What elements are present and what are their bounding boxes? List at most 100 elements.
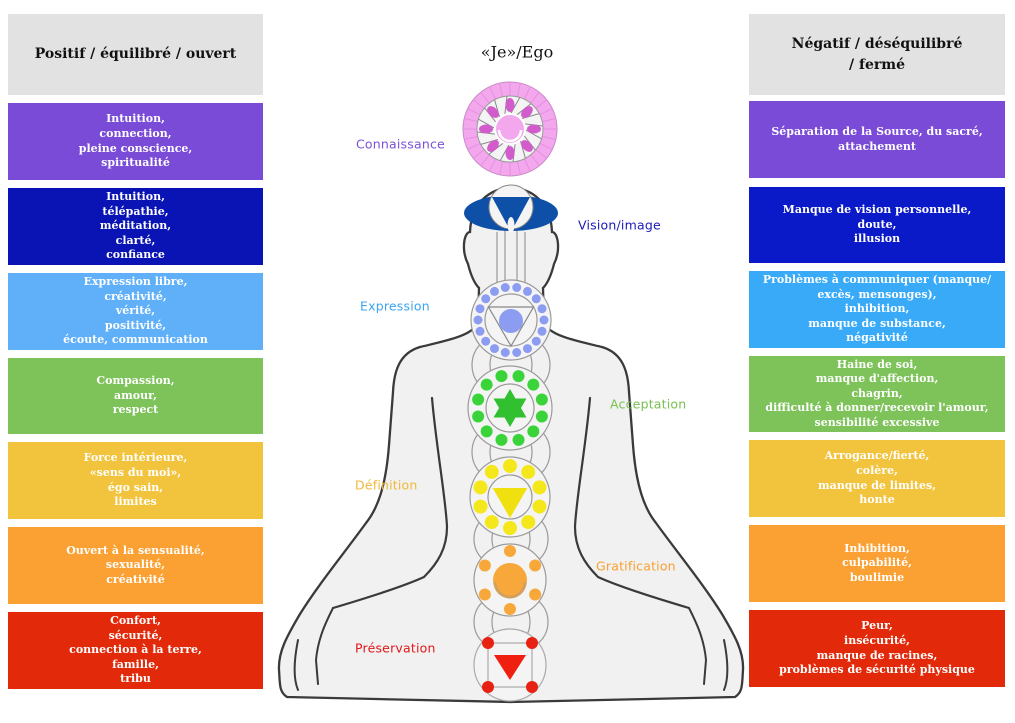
sacral-petal-dot bbox=[478, 559, 491, 572]
body-left-half bbox=[277, 186, 513, 704]
throat-petal-dot bbox=[490, 286, 499, 296]
positive-box-root: Confort, sécurité, connection à la terre… bbox=[8, 612, 263, 689]
negative-text-throat: Problèmes à communiquer (manque/ excès, … bbox=[762, 273, 992, 345]
solar-petal-dot bbox=[503, 521, 517, 535]
throat-petal-dot bbox=[523, 344, 532, 354]
positive-text-third-eye: Intuition, télépathie, méditation, clart… bbox=[99, 190, 172, 262]
positive-column-header: Positif / équilibré / ouvert bbox=[8, 14, 263, 95]
heart-petal-dot bbox=[535, 393, 548, 406]
crown-petal bbox=[521, 140, 533, 152]
crown-petal-line bbox=[464, 118, 478, 123]
crown-petal-line bbox=[539, 142, 553, 150]
positive-box-crown: Intuition, connection, pleine conscience… bbox=[8, 103, 263, 180]
positive-text-crown: Intuition, connection, pleine conscience… bbox=[78, 112, 193, 170]
crown-petal-line bbox=[516, 83, 521, 97]
throat-petal-dot bbox=[481, 336, 491, 346]
heart-star-triangle-down bbox=[493, 398, 527, 427]
chakra-sacral bbox=[473, 543, 547, 617]
crown-petal bbox=[505, 98, 515, 112]
heart-petal-dot bbox=[512, 433, 525, 446]
heart-petal-dot bbox=[480, 425, 493, 438]
crown-mesh-line bbox=[478, 118, 497, 130]
crown-petal-line bbox=[535, 99, 548, 109]
crown-petal bbox=[487, 140, 499, 152]
throat-center bbox=[499, 309, 523, 333]
solar-petal-dot bbox=[532, 499, 547, 514]
crown-petal bbox=[521, 106, 533, 118]
crown-petal-line bbox=[530, 154, 540, 167]
heart-petal-dot bbox=[472, 393, 485, 406]
crown-petal-line bbox=[542, 135, 556, 140]
sacral-petal-dot bbox=[529, 559, 542, 572]
chakra-third-eye bbox=[464, 184, 558, 233]
label-vision-image: Vision/image bbox=[578, 217, 661, 233]
heart-petal-dot bbox=[472, 410, 485, 423]
solar-petal-dot bbox=[521, 515, 536, 530]
crown-petal-line bbox=[530, 91, 540, 104]
crown-petal-line bbox=[542, 118, 556, 123]
heart-petal-dot bbox=[527, 425, 540, 438]
heart-petal-dot bbox=[480, 378, 493, 391]
negative-box-throat: Problèmes à communiquer (manque/ excès, … bbox=[749, 271, 1005, 348]
throat-petal-dot bbox=[481, 294, 491, 304]
throat-petal-dot bbox=[531, 294, 541, 304]
solar-petal-dot bbox=[532, 480, 547, 495]
chakra-throat bbox=[470, 279, 552, 361]
third-eye-drop bbox=[507, 217, 515, 233]
crown-mesh-line bbox=[499, 142, 511, 161]
throat-petal-dot bbox=[475, 304, 485, 314]
solar-petal-dot bbox=[473, 480, 488, 495]
negative-box-solar-plexus: Arrogance/fierté, colère, manque de limi… bbox=[749, 440, 1005, 517]
throat-petal-dot bbox=[531, 336, 541, 346]
label-acceptation: Acceptation bbox=[610, 396, 687, 412]
negative-box-root: Peur, insécurité, manque de racines, pro… bbox=[749, 610, 1005, 687]
throat-petal-dot bbox=[537, 326, 547, 336]
crown-petal-line bbox=[523, 158, 531, 172]
crown-petal-line bbox=[516, 161, 521, 175]
positive-box-solar-plexus: Force intérieure, «sens du moi», égo sai… bbox=[8, 442, 263, 519]
crown-crescent bbox=[497, 129, 523, 143]
throat-triangle bbox=[487, 306, 535, 348]
crown-petal bbox=[527, 124, 541, 134]
heart-inner-circle bbox=[485, 383, 535, 433]
chakra-heart bbox=[467, 365, 553, 451]
crown-petal-line bbox=[472, 99, 485, 109]
chakra-crown bbox=[462, 81, 558, 177]
crown-petal-line bbox=[535, 149, 548, 159]
negative-box-crown: Séparation de la Source, du sacré, attac… bbox=[749, 101, 1005, 178]
crown-petal-line bbox=[467, 142, 481, 150]
throat-petal-dot bbox=[500, 347, 510, 357]
negative-text-crown: Séparation de la Source, du sacré, attac… bbox=[771, 124, 983, 153]
negative-box-heart: Haine de soi, manque d'affection, chagri… bbox=[749, 356, 1005, 432]
third-eye-triangle bbox=[492, 197, 530, 232]
throat-petal-dot bbox=[473, 315, 483, 325]
throat-petal-dot bbox=[475, 326, 485, 336]
root-square bbox=[487, 642, 533, 688]
crown-mesh-line bbox=[509, 97, 521, 116]
solar-petal-dot bbox=[473, 499, 488, 514]
positive-text-throat: Expression libre, créativité, vérité, po… bbox=[63, 275, 208, 347]
crown-petal-line bbox=[472, 149, 485, 159]
root-corner-dot bbox=[482, 637, 494, 649]
crown-center bbox=[494, 113, 526, 145]
negative-text-heart: Haine de soi, manque d'affection, chagri… bbox=[765, 357, 989, 429]
heart-petal-dot bbox=[495, 370, 508, 383]
throat-petal-dot bbox=[539, 315, 549, 325]
positive-text-heart: Compassion, amour, respect bbox=[96, 374, 175, 417]
heart-petal-dot bbox=[495, 433, 508, 446]
sacral-crescent bbox=[493, 581, 527, 599]
negative-box-third-eye: Manque de vision personnelle, doute, ill… bbox=[749, 187, 1005, 263]
crown-petal bbox=[479, 124, 493, 134]
sacral-petal-dot bbox=[504, 545, 516, 557]
crown-petal-line bbox=[489, 158, 497, 172]
throat-petal-dot bbox=[512, 347, 522, 357]
chakra-root bbox=[473, 628, 547, 702]
crown-petal-line bbox=[539, 108, 553, 116]
crown-mesh-line bbox=[480, 138, 501, 145]
sacral-petal-dot bbox=[504, 603, 516, 615]
label-connaissance: Connaissance bbox=[356, 136, 445, 152]
crown-petal bbox=[487, 106, 499, 118]
solar-petal-dot bbox=[484, 515, 499, 530]
chakra-column bbox=[462, 81, 558, 702]
